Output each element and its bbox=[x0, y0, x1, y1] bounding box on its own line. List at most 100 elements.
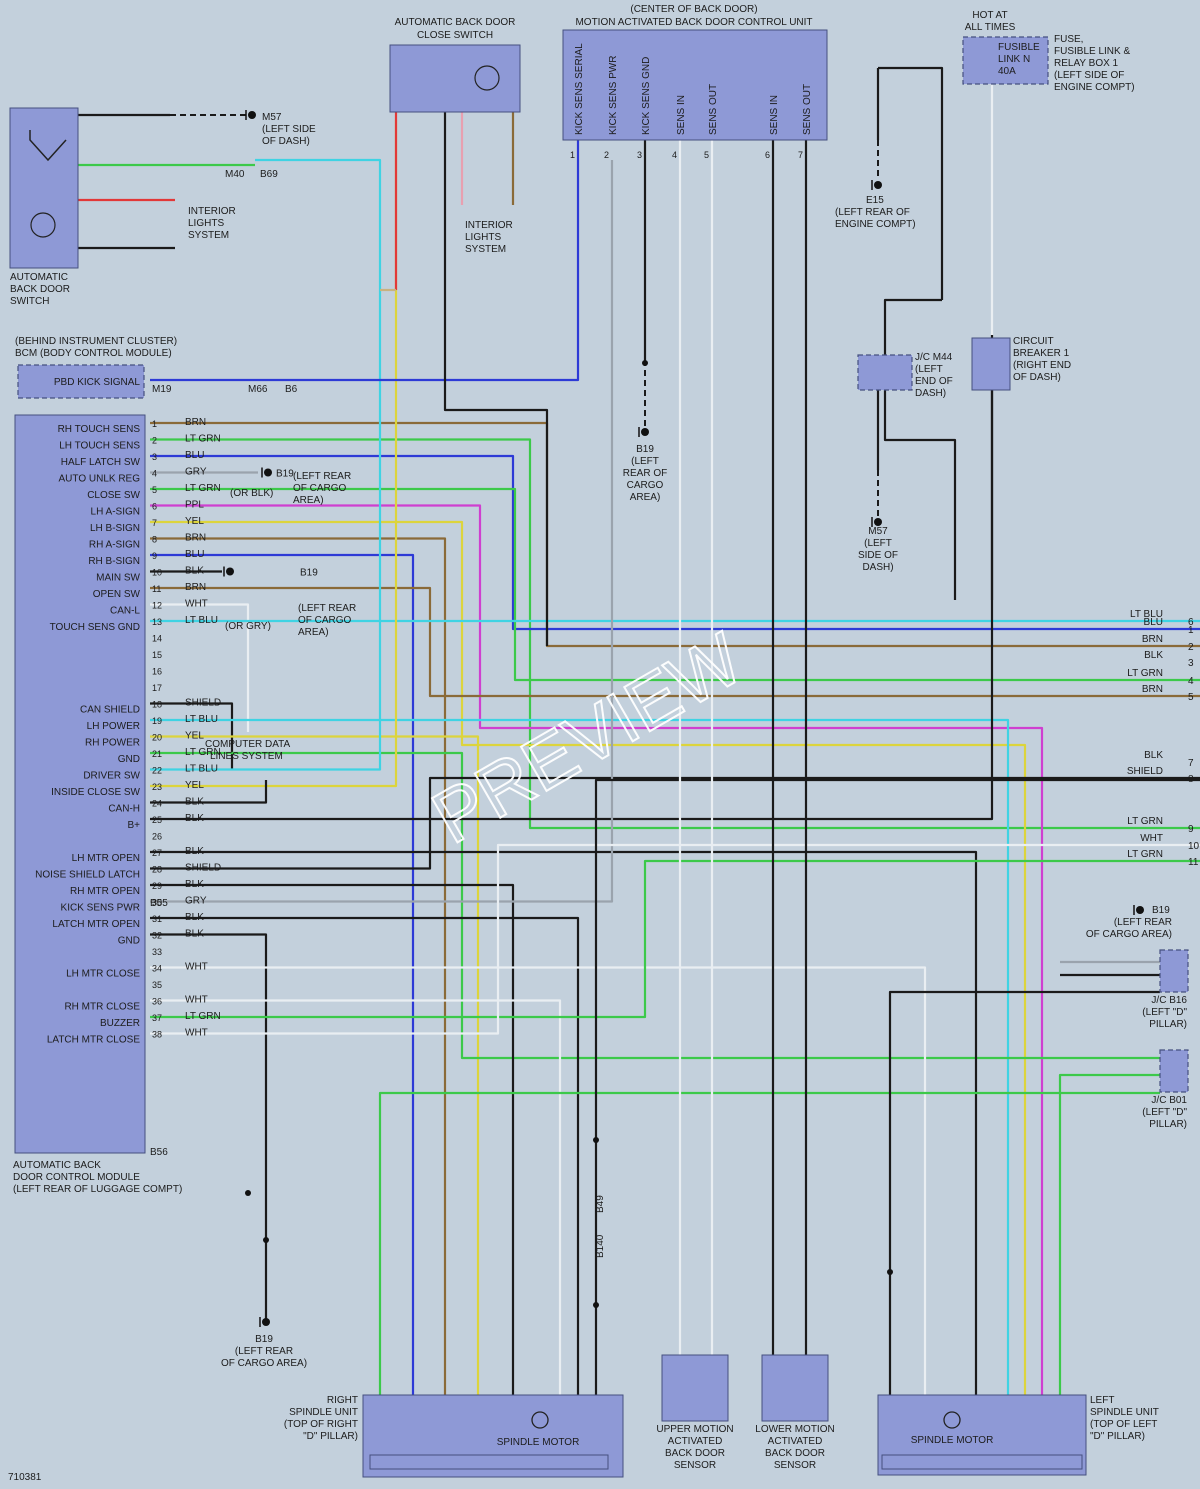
module-pin-label: MAIN SW bbox=[96, 573, 140, 584]
close-switch bbox=[389, 44, 521, 113]
fusible-link bbox=[962, 36, 1049, 85]
wire-color-label: YEL bbox=[185, 780, 204, 791]
module-pin-label: LH MTR CLOSE bbox=[66, 969, 140, 980]
label: PBD KICK SIGNAL bbox=[54, 377, 141, 388]
label: (TOP OF LEFT bbox=[1090, 1419, 1157, 1430]
module-pin-label: GND bbox=[118, 936, 140, 947]
motion-unit-pin-label: SENS IN bbox=[676, 95, 687, 135]
module-pin-number: 24 bbox=[152, 799, 162, 809]
wire-color-label: BLK bbox=[1144, 750, 1163, 761]
label: E15 bbox=[866, 195, 884, 206]
module-pin-label: LH A-SIGN bbox=[91, 507, 140, 518]
motion-unit-pin-label: KICK SENS PWR bbox=[608, 56, 619, 135]
component-layer bbox=[9, 29, 1189, 1478]
module-pin-number: 4 bbox=[152, 469, 157, 479]
automatic-back-door-control-module bbox=[14, 414, 146, 1154]
module-pin-number: 31 bbox=[152, 914, 162, 924]
upper-motion-sensor bbox=[661, 1354, 729, 1422]
module-pin-number: 38 bbox=[152, 1030, 162, 1040]
left-spindle-bar bbox=[881, 1454, 1083, 1470]
module-pin-number: 35 bbox=[152, 980, 162, 990]
label: B56 bbox=[150, 1147, 168, 1158]
ground-b19-lower bbox=[1136, 906, 1144, 914]
motion-unit-pin-label: SENS OUT bbox=[802, 84, 813, 135]
offpage-number: 1 bbox=[1188, 625, 1194, 636]
label: ENGINE COMPT) bbox=[835, 219, 916, 230]
label: SPINDLE MOTOR bbox=[911, 1435, 994, 1446]
label: 40A bbox=[998, 66, 1016, 77]
label: OF DASH) bbox=[262, 136, 310, 147]
label: AUTOMATIC BACK DOOR bbox=[395, 17, 516, 28]
label: OF CARGO AREA) bbox=[221, 1358, 307, 1369]
motion-unit-pin-label: KICK SENS SERIAL bbox=[574, 43, 585, 135]
label: OF CARGO bbox=[298, 615, 352, 626]
wire-open-sw bbox=[150, 586, 1200, 698]
module-pin-number: 6 bbox=[152, 502, 157, 512]
module-pin-number: 22 bbox=[152, 766, 162, 776]
label: B140 bbox=[595, 1234, 606, 1258]
module-pin-number: 37 bbox=[152, 1013, 162, 1023]
lamp-icon bbox=[474, 65, 500, 91]
label: SENSOR bbox=[674, 1460, 716, 1471]
wire-color-label: BLK bbox=[185, 813, 204, 824]
wire-color-label: LT BLU bbox=[185, 615, 218, 626]
wire-left-shield bbox=[888, 990, 1160, 1395]
module-pin-label: CAN SHIELD bbox=[80, 705, 140, 716]
module-pin-label: OPEN SW bbox=[93, 589, 141, 600]
wire-color-label: YEL bbox=[185, 516, 204, 527]
label: B6 bbox=[285, 384, 298, 395]
module-pin-number: 30 bbox=[152, 898, 162, 908]
jc-b01 bbox=[1159, 1049, 1189, 1093]
module-pin-label: AUTO UNLK REG bbox=[59, 474, 141, 485]
right-spindle-bar bbox=[369, 1454, 609, 1470]
wire-color-label: GRY bbox=[185, 467, 207, 478]
label: RIGHT bbox=[327, 1395, 358, 1406]
jc-b16 bbox=[1159, 949, 1189, 993]
ground-b19-center bbox=[641, 428, 649, 436]
offpage-number: 11 bbox=[1188, 857, 1199, 868]
wire-color-label: BLK bbox=[185, 879, 204, 890]
wire-color-label: SHIELD bbox=[1127, 766, 1163, 777]
label: M19 bbox=[152, 384, 172, 395]
module-pin-label: NOISE SHIELD LATCH bbox=[35, 870, 140, 881]
label: B19 bbox=[255, 1334, 273, 1345]
module-pin-label: LH MTR OPEN bbox=[72, 853, 140, 864]
module-pin-number: 14 bbox=[152, 634, 162, 644]
label: AUTOMATIC BACK bbox=[13, 1160, 101, 1171]
label: (LEFT REAR bbox=[1114, 917, 1172, 928]
module-pin-number: 21 bbox=[152, 749, 162, 759]
module-pin-label: LATCH MTR CLOSE bbox=[47, 1035, 140, 1046]
wire-color-label: SHIELD bbox=[185, 863, 221, 874]
label: (OR BLK) bbox=[230, 488, 273, 499]
label: DOOR CONTROL MODULE bbox=[13, 1172, 140, 1183]
module-pin-label: RH MTR CLOSE bbox=[64, 1002, 140, 1013]
offpage-number: 4 bbox=[1188, 676, 1194, 687]
ground-m57-top bbox=[248, 111, 256, 119]
wire-color-label: LT GRN bbox=[185, 483, 221, 494]
label: (CENTER OF BACK DOOR) bbox=[630, 4, 757, 15]
offpage-number: 6 bbox=[1188, 617, 1194, 628]
wire-color-label: BLU bbox=[1144, 617, 1163, 628]
label: ENGINE COMPT) bbox=[1054, 82, 1135, 93]
wire-color-label: WHT bbox=[185, 962, 208, 973]
module-pin-number: 17 bbox=[152, 683, 162, 693]
label: HOT AT bbox=[972, 10, 1007, 21]
wire-rh-b-sign bbox=[150, 553, 415, 1395]
label: OF DASH) bbox=[1013, 372, 1061, 383]
motion-unit-pin-label: KICK SENS GND bbox=[641, 57, 652, 135]
label: SPINDLE UNIT bbox=[289, 1407, 358, 1418]
wire-right-shield bbox=[594, 778, 1200, 1395]
label: LIGHTS bbox=[465, 232, 501, 243]
module-pin-label: LH B-SIGN bbox=[90, 523, 140, 534]
module-pin-label: RH MTR OPEN bbox=[70, 886, 140, 897]
module-pin-label: CLOSE SW bbox=[87, 490, 140, 501]
wire-color-label: LT GRN bbox=[1127, 849, 1163, 860]
label: SIDE OF bbox=[858, 550, 898, 561]
splice-dot bbox=[887, 1269, 893, 1275]
label: J/C B16 bbox=[1151, 995, 1187, 1006]
label: LEFT bbox=[1090, 1395, 1114, 1406]
wire-shield-loop bbox=[878, 66, 944, 300]
label: RELAY BOX 1 bbox=[1054, 58, 1119, 69]
motor-icon bbox=[943, 1411, 961, 1429]
